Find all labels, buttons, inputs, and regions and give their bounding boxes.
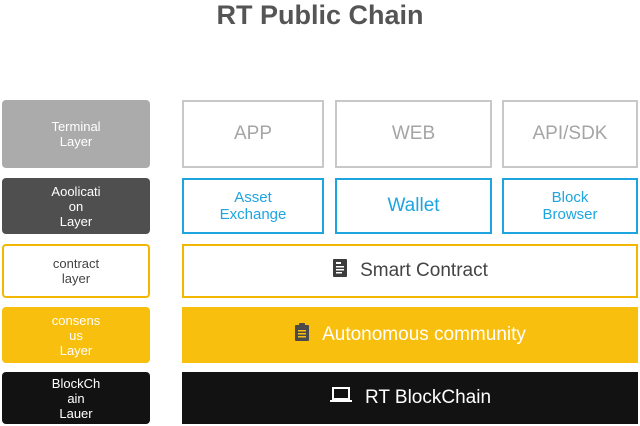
terminal-layer-label: Terminal Layer bbox=[2, 100, 150, 168]
contract-layer-label: contract layer bbox=[2, 244, 150, 298]
layer-label-line: Aoolicati bbox=[51, 183, 101, 199]
rt-blockchain-label: RT BlockChain bbox=[364, 387, 492, 408]
application-layer-label: Aoolicati on Layer bbox=[2, 178, 150, 234]
layer-label-line: BlockCh bbox=[51, 375, 101, 391]
app-box: APP bbox=[182, 100, 324, 168]
smart-contract-box: Smart Contract bbox=[182, 244, 638, 298]
layer-label-line: Layer bbox=[59, 134, 93, 149]
smart-contract-label: Smart Contract bbox=[360, 260, 488, 281]
layer-label-line: ain bbox=[67, 390, 85, 406]
asset-exchange-label-line: Asset bbox=[234, 189, 272, 206]
wallet-box: Wallet bbox=[335, 178, 492, 234]
autonomous-community-box: Autonomous community bbox=[182, 307, 638, 363]
layer-label-line: Layer bbox=[59, 213, 93, 229]
layer-label-line: consens bbox=[51, 312, 101, 328]
page-title: RT Public Chain bbox=[216, 0, 424, 30]
wallet-label: Wallet bbox=[387, 195, 440, 216]
autonomous-community-label: Autonomous community bbox=[322, 324, 526, 345]
api-sdk-label: API/SDK bbox=[532, 123, 608, 144]
layer-label-line: contract bbox=[52, 256, 100, 271]
asset-exchange-box: Asset Exchange bbox=[182, 178, 324, 234]
blockchain-layer-label: BlockCh ain Lauer bbox=[2, 372, 150, 424]
clipboard-icon bbox=[294, 322, 310, 348]
app-label: APP bbox=[233, 123, 273, 144]
layer-label-line: layer bbox=[61, 271, 91, 286]
block-browser-label-line: Block bbox=[551, 189, 589, 206]
layer-label-line: on bbox=[68, 198, 84, 214]
api-sdk-box: API/SDK bbox=[502, 100, 638, 168]
layer-label-line: Layer bbox=[59, 342, 93, 358]
asset-exchange-label-line: Exchange bbox=[219, 206, 287, 223]
block-browser-box: Block Browser bbox=[502, 178, 638, 234]
web-label: WEB bbox=[391, 123, 436, 144]
document-icon bbox=[332, 258, 348, 284]
layer-label-line: Lauer bbox=[59, 405, 93, 421]
block-browser-label-line: Browser bbox=[542, 206, 598, 223]
layer-label-line: us bbox=[69, 327, 83, 343]
consensus-layer-label: consens us Layer bbox=[2, 307, 150, 363]
web-box: WEB bbox=[335, 100, 492, 168]
laptop-icon bbox=[329, 386, 353, 410]
layer-label-line: Terminal bbox=[51, 119, 101, 134]
rt-blockchain-box: RT BlockChain bbox=[182, 372, 638, 424]
